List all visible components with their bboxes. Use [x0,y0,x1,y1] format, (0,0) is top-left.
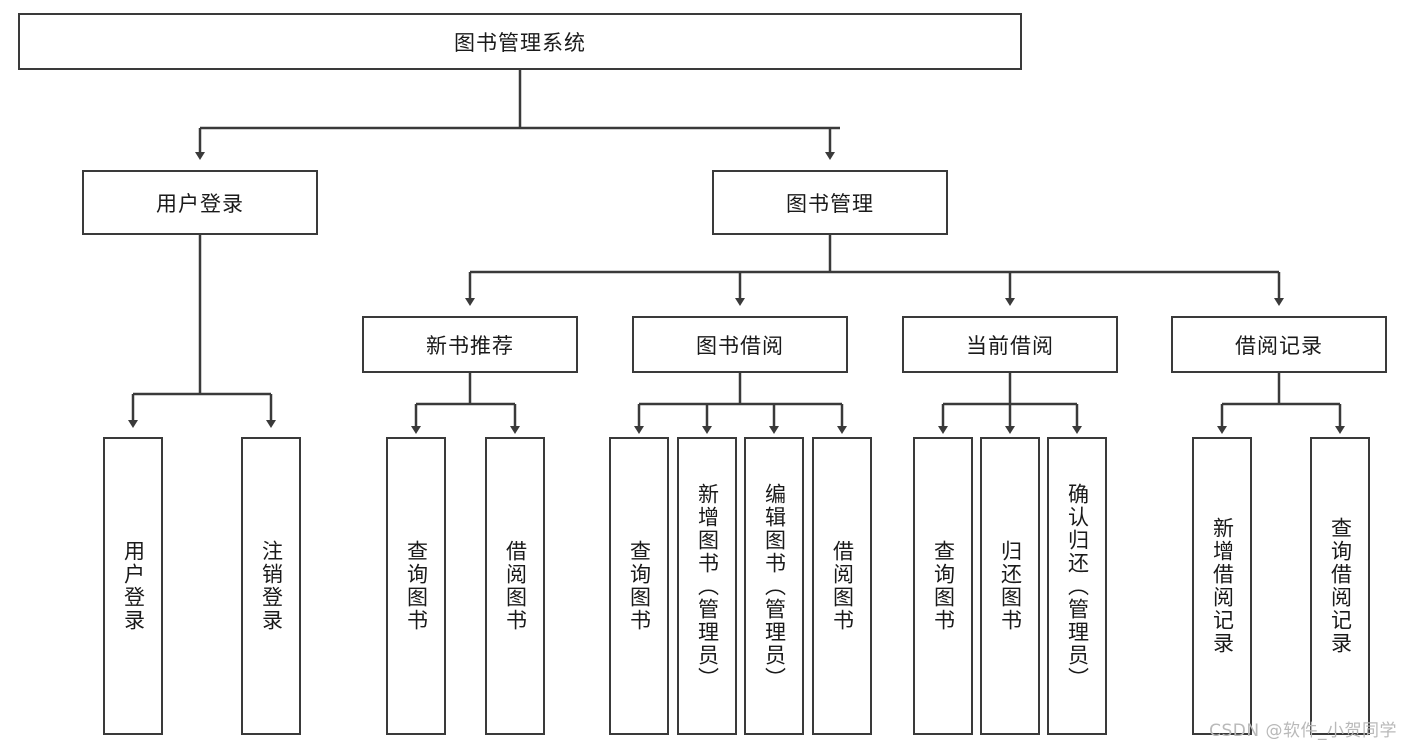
leaf-borrow-borrow-book[interactable]: 借阅图书 [812,437,872,735]
leaf-borrow-add-book[interactable]: 新增图书（管理员） [677,437,737,735]
leaf-user-login[interactable]: 用户登录 [103,437,163,735]
node-label: 借阅图书 [830,540,855,632]
node-label: 图书管理 [786,191,874,216]
node-label: 新增图书（管理员） [695,482,720,690]
node-label: 查询图书 [627,540,652,632]
node-label: 确认归还（管理员） [1065,482,1090,690]
node-label: 当前借阅 [966,333,1054,358]
node-label: 新书推荐 [426,333,514,358]
node-root-system[interactable]: 图书管理系统 [18,13,1022,70]
node-label: 用户登录 [156,191,244,216]
node-label: 注销登录 [259,540,284,632]
node-label: 图书管理系统 [454,30,586,55]
node-user-login[interactable]: 用户登录 [82,170,318,235]
leaf-current-confirm-return[interactable]: 确认归还（管理员） [1047,437,1107,735]
node-borrow-record[interactable]: 借阅记录 [1171,316,1387,373]
leaf-current-query-book[interactable]: 查询图书 [913,437,973,735]
node-label: 归还图书 [998,540,1023,632]
node-label: 图书借阅 [696,333,784,358]
node-label: 用户登录 [121,540,146,632]
leaf-borrow-query-book[interactable]: 查询图书 [609,437,669,735]
node-label: 编辑图书（管理员） [762,482,787,690]
node-label: 查询图书 [404,540,429,632]
leaf-current-return-book[interactable]: 归还图书 [980,437,1040,735]
node-book-management[interactable]: 图书管理 [712,170,948,235]
node-label: 借阅图书 [503,540,528,632]
csdn-watermark: CSDN @软件_小贺同学 [1209,721,1397,741]
node-label: 查询借阅记录 [1328,517,1353,655]
node-current-borrow[interactable]: 当前借阅 [902,316,1118,373]
leaf-record-add[interactable]: 新增借阅记录 [1192,437,1252,735]
leaf-user-logout[interactable]: 注销登录 [241,437,301,735]
node-new-book-recommend[interactable]: 新书推荐 [362,316,578,373]
leaf-borrow-edit-book[interactable]: 编辑图书（管理员） [744,437,804,735]
leaf-recommend-borrow-book[interactable]: 借阅图书 [485,437,545,735]
leaf-record-query[interactable]: 查询借阅记录 [1310,437,1370,735]
leaf-recommend-query-book[interactable]: 查询图书 [386,437,446,735]
node-label: 新增借阅记录 [1210,517,1235,655]
node-book-borrow[interactable]: 图书借阅 [632,316,848,373]
node-label: 查询图书 [931,540,956,632]
node-label: 借阅记录 [1235,333,1323,358]
